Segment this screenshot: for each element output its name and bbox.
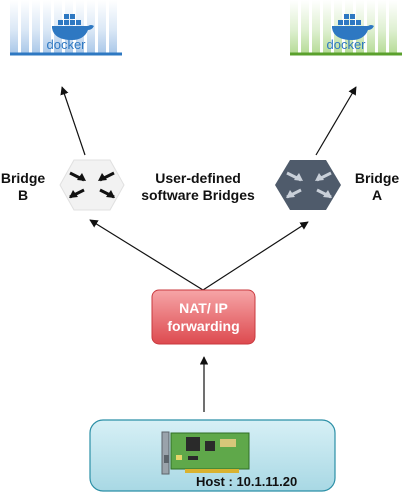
bridge-b-hexagon [59,159,125,211]
bridge-a-hexagon [275,160,341,210]
arrow-bridge-b-to-container-left [60,86,86,156]
arrow-bridge-a-to-container-right [315,86,357,156]
container-left: docker [10,0,122,56]
bridge-b-label: Bridge B [0,170,46,204]
docker-logo-text-right: docker [326,37,366,52]
arrow-nat-to-bridge-a [202,221,309,291]
switch-arrows-icon [69,171,115,199]
bridge-b-label-line2: B [17,187,29,203]
nat-label-line2: forwarding [167,318,240,334]
nat-forwarding-label: NAT/ IP forwarding [152,299,255,335]
docker-logo-text-left: docker [46,37,86,52]
arrow-nat-to-bridge-b [89,219,204,291]
container-right: docker [290,0,402,56]
connector-arrows [60,86,357,412]
network-card-icon [161,431,250,475]
host-label: Host : 10.1.11.20 [196,474,298,489]
switch-arrows-icon [286,171,332,199]
nat-label-line1: NAT/ IP [179,300,228,316]
docker-whale-icon [52,14,94,40]
docker-whale-icon [332,14,374,40]
bridge-a-label: Bridge A [352,170,402,204]
bridges-caption-line2: software Bridges [141,187,255,203]
bridges-caption-line1: User-defined [155,170,241,186]
nat-forwarding-box [151,289,256,345]
bridge-a-label-line1: Bridge [354,170,400,186]
bridge-a-label-line2: A [371,187,383,203]
bridges-caption: User-defined software Bridges [128,170,268,204]
bridge-b-label-line1: Bridge [0,170,46,186]
